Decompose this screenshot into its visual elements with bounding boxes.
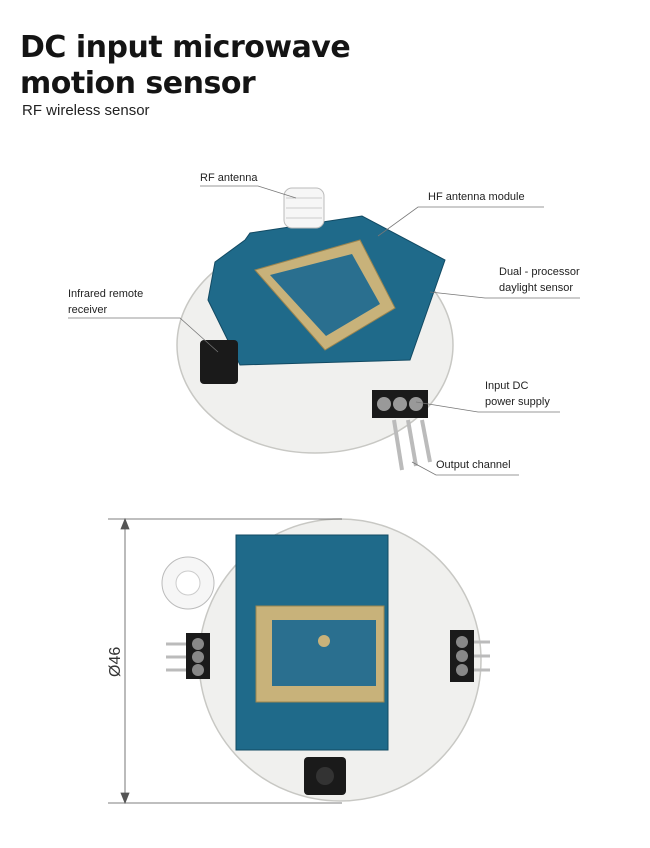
rf-antenna-coil — [161, 556, 215, 610]
callout-hf-antenna-module: HF antenna module — [428, 191, 525, 203]
callout-power-supply-line-1: Input DC — [485, 380, 529, 392]
sensor-board-top-view — [161, 518, 490, 802]
antenna-patch — [270, 254, 380, 336]
title-line-1: DC input microwave — [20, 30, 351, 65]
antenna-patch — [272, 620, 376, 686]
callout-infrared-receiver: Infrared remote receiver — [68, 286, 143, 318]
output-pin — [420, 419, 432, 463]
sensor-board-angled-view — [176, 187, 454, 471]
callout-power-supply-line-2: power supply — [485, 396, 550, 408]
callout-power-supply: Input DC power supply — [485, 378, 550, 410]
callout-infrared-receiver-line-1: Infrared remote — [68, 288, 144, 300]
ir-receiver-component — [200, 340, 238, 384]
page-title: DC input microwave motion sensor — [20, 30, 351, 102]
callout-infrared-receiver-line-2: receiver — [68, 304, 108, 316]
output-pin — [392, 419, 404, 471]
callout-daylight-sensor-line-1: Dual - processor — [499, 266, 580, 278]
output-pin — [406, 419, 418, 467]
subtitle: RF wireless sensor — [22, 102, 150, 119]
callout-rf-antenna: RF antenna — [200, 172, 258, 184]
dimension-lines — [108, 517, 342, 805]
rf-antenna-coil — [283, 187, 325, 229]
title-line-2: motion sensor — [20, 66, 256, 101]
callout-leaders — [68, 185, 580, 476]
callout-daylight-sensor-line-2: daylight sensor — [499, 282, 573, 294]
callout-output-channel: Output channel — [436, 459, 511, 471]
dimension-label: Ø46 — [107, 646, 124, 677]
callout-daylight-sensor: Dual - processor daylight sensor — [499, 264, 580, 296]
